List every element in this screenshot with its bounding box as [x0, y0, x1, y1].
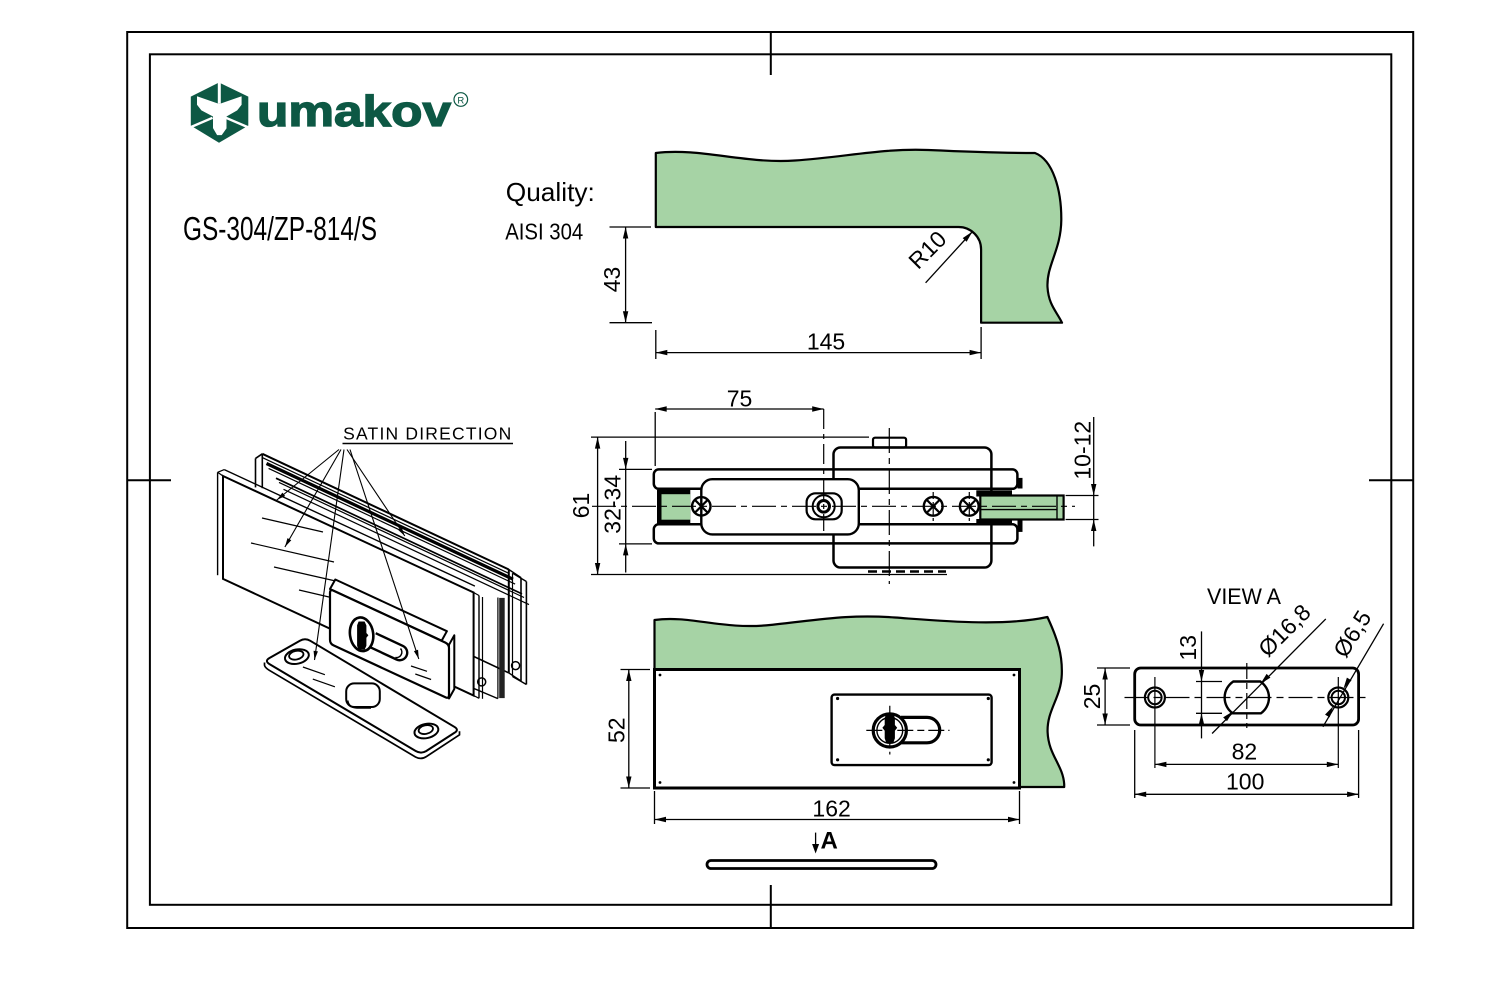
svg-text:VIEW A: VIEW A	[1207, 584, 1281, 609]
svg-text:32-34: 32-34	[600, 475, 626, 534]
svg-text:52: 52	[604, 717, 630, 743]
svg-text:SATIN DIRECTION: SATIN DIRECTION	[343, 424, 512, 444]
svg-text:145: 145	[807, 329, 845, 355]
svg-text:10-12: 10-12	[1070, 421, 1096, 480]
svg-text:162: 162	[812, 796, 850, 822]
svg-text:13: 13	[1175, 635, 1201, 661]
svg-text:R: R	[457, 96, 464, 107]
svg-text:Quality:: Quality:	[506, 177, 595, 207]
svg-text:25: 25	[1079, 684, 1105, 710]
svg-text:umakov: umakov	[257, 87, 452, 136]
svg-text:AISI 304: AISI 304	[505, 219, 583, 245]
svg-text:GS-304/ZP-814/S: GS-304/ZP-814/S	[183, 210, 377, 247]
svg-text:A: A	[821, 828, 838, 855]
svg-text:75: 75	[727, 386, 753, 412]
svg-text:82: 82	[1232, 739, 1258, 765]
svg-text:100: 100	[1226, 769, 1264, 795]
svg-text:43: 43	[599, 267, 625, 293]
svg-text:61: 61	[568, 493, 594, 519]
